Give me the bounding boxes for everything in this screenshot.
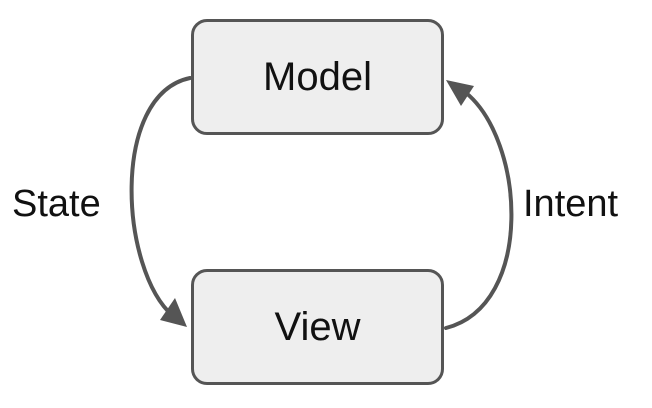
model-node-label: Model (263, 55, 372, 99)
view-node-label: View (274, 305, 361, 349)
view-node: View (191, 269, 444, 385)
state-arrowhead (160, 298, 187, 327)
intent-edge-label: Intent (523, 183, 619, 225)
intent-arrowhead (446, 80, 474, 106)
state-edge-label: State (12, 183, 101, 225)
intent-edge (444, 90, 514, 330)
model-node: Model (191, 19, 444, 135)
state-edge (129, 76, 192, 318)
